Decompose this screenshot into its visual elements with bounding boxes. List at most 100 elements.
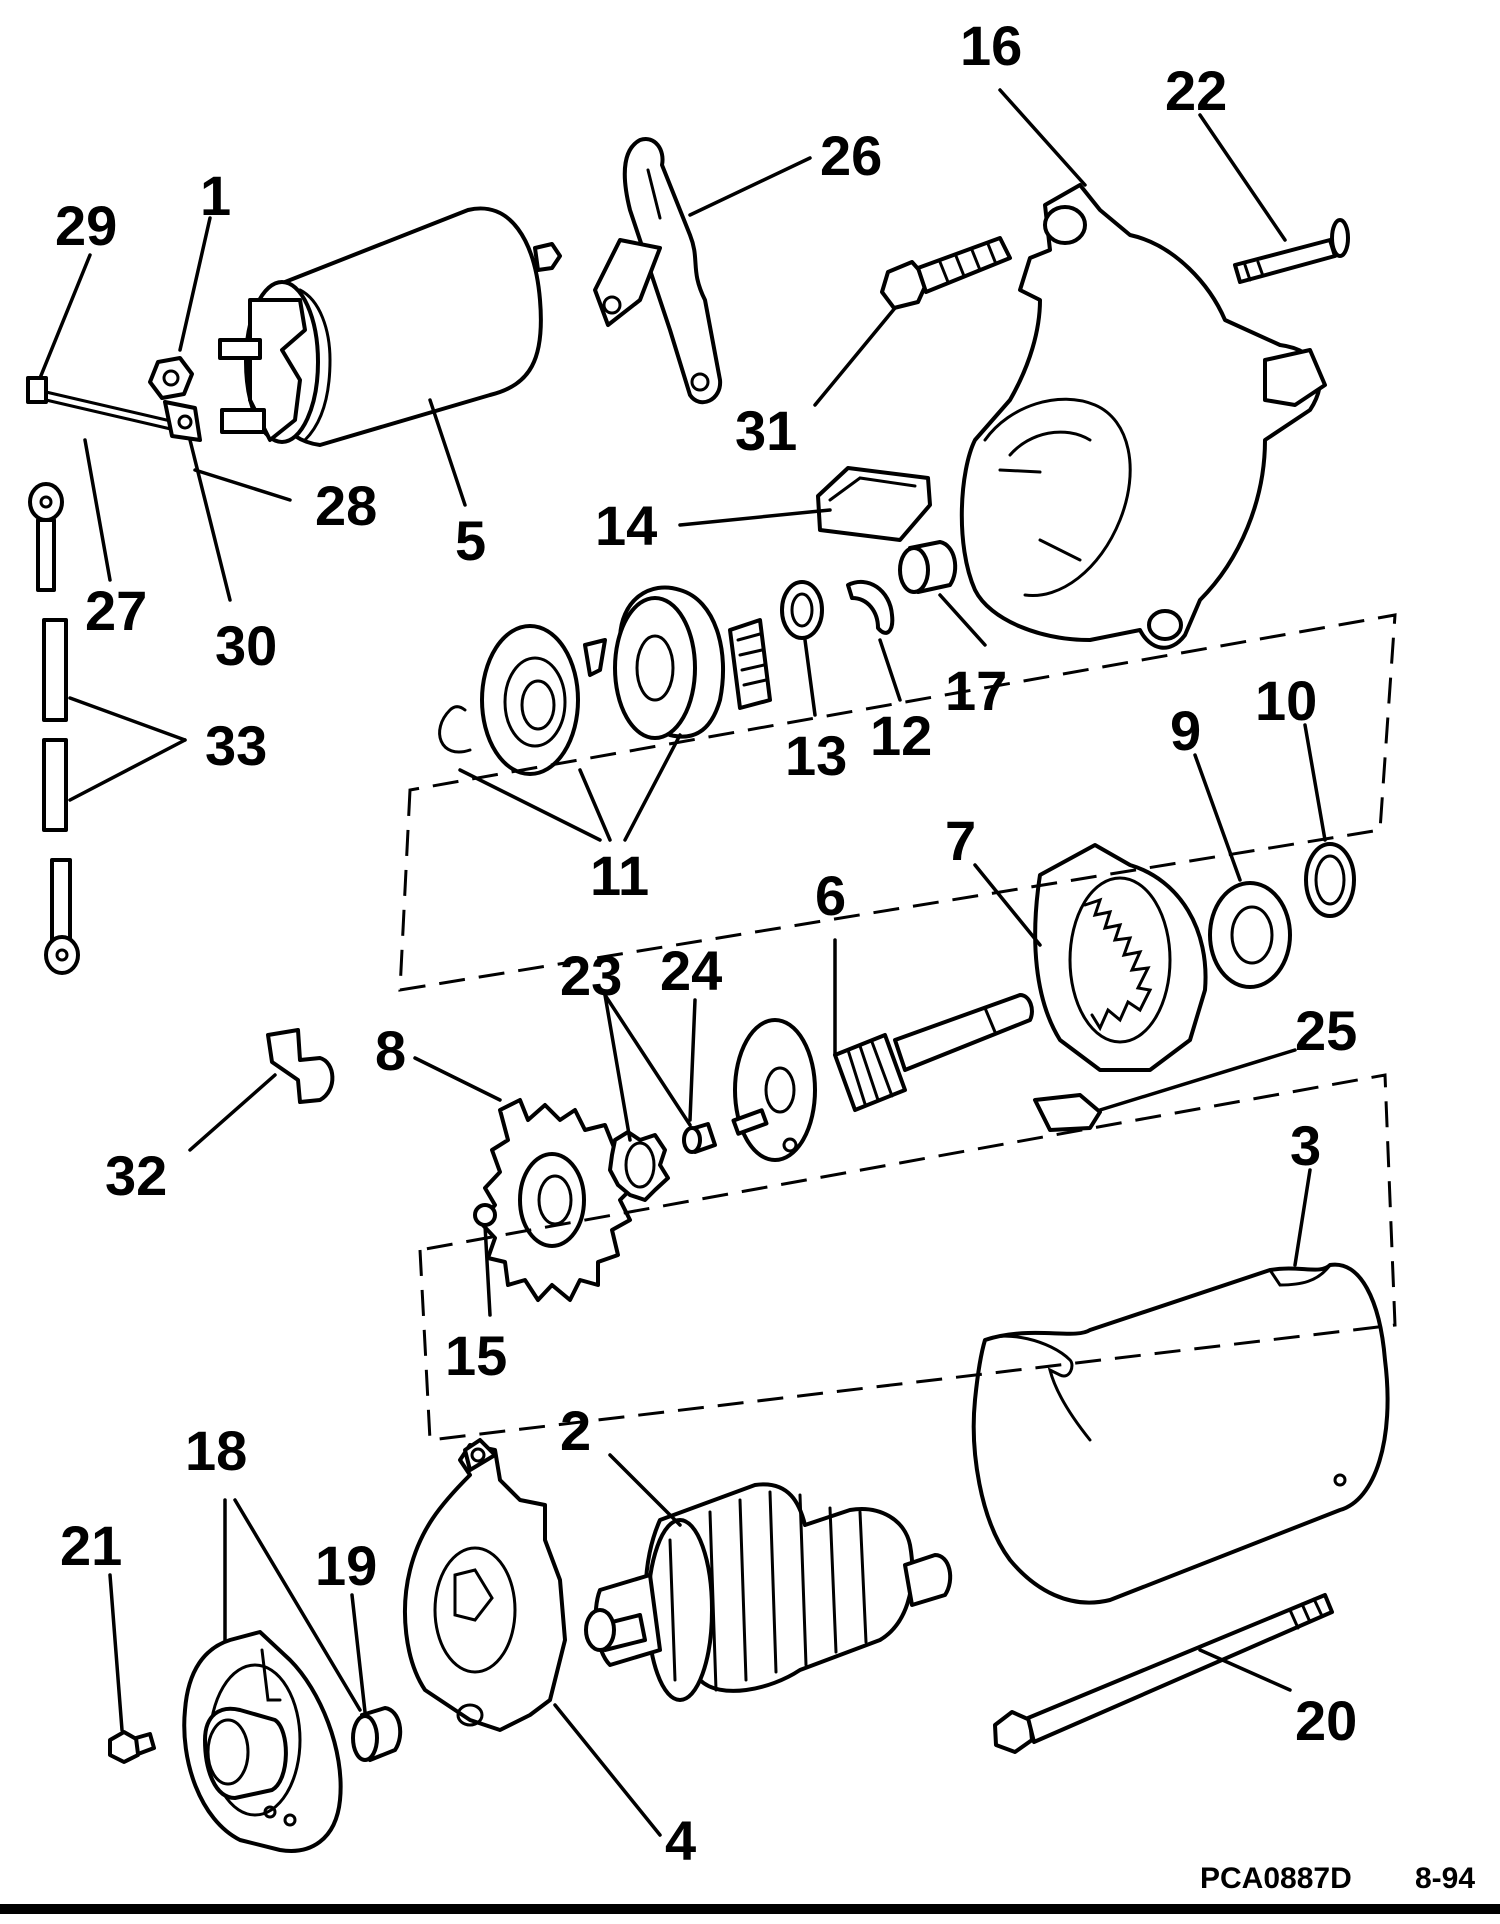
leader-1 (178, 216, 212, 352)
callout-22: 22 (1165, 59, 1227, 122)
bottom-rule (0, 1904, 1500, 1914)
callout-32: 32 (105, 1144, 167, 1207)
callout-3: 3 (1290, 1114, 1321, 1177)
leader-23b (603, 993, 692, 1127)
leader-11c (623, 733, 682, 842)
leader-33b (68, 738, 187, 802)
through-bolt-long (993, 1593, 1334, 1754)
leader-2 (608, 1453, 682, 1527)
leader-3 (1293, 1168, 1312, 1267)
snap-ring (846, 579, 895, 635)
drive-housing (959, 183, 1327, 650)
leader-30 (188, 438, 232, 602)
leader-5 (428, 398, 467, 507)
leader-7 (973, 863, 1042, 947)
callout-9: 9 (1170, 699, 1201, 762)
leader-29 (38, 253, 92, 380)
callout-18: 18 (185, 1419, 247, 1482)
leader-33a (68, 696, 187, 742)
solenoid (218, 206, 562, 447)
callout-19: 19 (315, 1534, 377, 1597)
leader-21 (108, 1573, 124, 1732)
leader-14 (678, 508, 832, 527)
callout-1: 1 (200, 164, 231, 227)
leader-9 (1193, 753, 1242, 882)
steel-ball (473, 1203, 497, 1227)
leader-25 (1098, 1048, 1297, 1112)
leader-16 (998, 88, 1087, 187)
leader-15 (483, 1223, 492, 1317)
o-ring (1304, 842, 1356, 918)
leader-4 (553, 1703, 662, 1837)
callout-29: 29 (55, 194, 117, 257)
leader-17 (938, 593, 987, 647)
bushing (898, 540, 958, 594)
yoke-frame (971, 1262, 1390, 1605)
callout-14: 14 (595, 494, 657, 557)
end-cover (182, 1630, 343, 1853)
footer: PCA0887D 8-94 (0, 1862, 1500, 1914)
lower-kit-outline (418, 1073, 1397, 1442)
callout-30: 30 (215, 614, 277, 677)
callout-16: 16 (960, 14, 1022, 77)
callout-11: 11 (590, 844, 649, 907)
callout-4: 4 (665, 1809, 696, 1872)
callout-6: 6 (815, 864, 846, 927)
washer-inner (1230, 905, 1274, 965)
wire-leads (28, 482, 80, 975)
leader-11a (458, 768, 602, 842)
leader-19 (350, 1593, 367, 1714)
callout-12: 12 (870, 704, 932, 767)
callout-8: 8 (375, 1019, 406, 1082)
callout-25: 25 (1295, 999, 1357, 1062)
washer (1208, 881, 1292, 989)
callout-13: 13 (785, 724, 847, 787)
ground-strap (26, 376, 202, 442)
bracket (266, 1028, 335, 1104)
upper-kit-outline (398, 613, 1397, 992)
callout-10: 10 (1255, 669, 1317, 732)
drawing-code: PCA0887D (1200, 1862, 1352, 1895)
leader-8 (413, 1056, 502, 1102)
leader-lines (38, 88, 1327, 1837)
leader-27 (83, 438, 112, 582)
callout-27: 27 (85, 579, 147, 642)
leader-20 (1198, 1648, 1292, 1692)
commutator-bushing (351, 1706, 403, 1762)
leader-12 (878, 638, 902, 702)
through-bolt-short (1233, 218, 1350, 284)
pin (682, 1122, 717, 1154)
leader-23a (603, 993, 632, 1142)
leader-28 (193, 468, 292, 502)
leader-18b (233, 1498, 362, 1712)
callout-33: 33 (205, 714, 267, 777)
leader-13 (803, 638, 817, 717)
bearing-ring-inner (790, 592, 814, 628)
callout-15: 15 (445, 1324, 507, 1387)
callout-2: 2 (560, 1399, 591, 1462)
clip (1033, 1093, 1102, 1132)
leader-32 (188, 1073, 277, 1152)
leader-10 (1303, 723, 1327, 842)
leader-31 (813, 306, 897, 407)
planet-gear (608, 1130, 670, 1202)
leader-22 (1198, 113, 1287, 242)
callout-5: 5 (455, 509, 486, 572)
terminal-nut (148, 356, 194, 400)
callout-24: 24 (660, 939, 722, 1002)
callout-26: 26 (820, 124, 882, 187)
o-ring-inner (1314, 854, 1346, 906)
callout-23: 23 (560, 944, 622, 1007)
shift-lever (593, 137, 723, 405)
leader-11b (578, 768, 612, 842)
callout-7: 7 (945, 809, 976, 872)
drawing-date: 8-94 (1415, 1862, 1475, 1895)
callout-17: 17 (945, 659, 1007, 722)
carrier-plate (478, 1098, 637, 1302)
callout-21: 21 (60, 1514, 122, 1577)
callout-31: 31 (735, 399, 797, 462)
internal-gear (1033, 843, 1208, 1072)
kit-outlines (398, 613, 1397, 1442)
parts-layer (26, 137, 1390, 1853)
